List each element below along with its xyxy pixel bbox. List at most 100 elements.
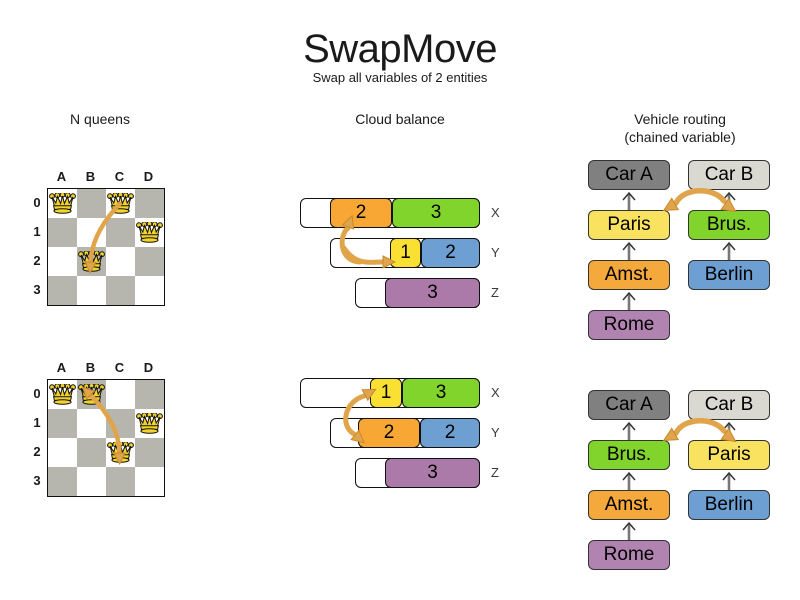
- vehicle-left-chain-node[interactable]: Brus.: [588, 440, 670, 470]
- vehicle-right-chain-node[interactable]: Car B: [688, 160, 770, 190]
- chess-row-header: 0: [33, 195, 41, 210]
- vehicle-left-chain-node[interactable]: Rome: [588, 310, 670, 340]
- swap-move-arrow: [662, 188, 737, 213]
- chess-cell[interactable]: [106, 276, 135, 305]
- chess-row-header: 1: [33, 415, 41, 430]
- chain-link-arrow: [622, 291, 636, 310]
- process-block[interactable]: 2: [421, 238, 480, 268]
- chess-cell[interactable]: [135, 276, 164, 305]
- chess-cell[interactable]: [106, 247, 135, 276]
- column-title-vehicle-routing: Vehicle routing (chained variable): [560, 110, 800, 146]
- chess-cell[interactable]: [106, 218, 135, 247]
- process-block[interactable]: 3: [385, 458, 480, 488]
- chain-link-arrow: [722, 471, 736, 490]
- chess-cell[interactable]: [77, 276, 106, 305]
- vehicle-left-chain-node[interactable]: Rome: [588, 540, 670, 570]
- chess-cell[interactable]: [48, 189, 77, 218]
- chess-cell[interactable]: [48, 467, 77, 496]
- vehicle-right-chain-node[interactable]: Berlin: [688, 490, 770, 520]
- vehicle-left-chain-node[interactable]: Car A: [588, 390, 670, 420]
- chess-cell[interactable]: [135, 218, 164, 247]
- chain-link-arrow: [622, 421, 636, 440]
- chess-cell[interactable]: [48, 409, 77, 438]
- queen-piece[interactable]: [49, 382, 76, 405]
- chess-cell[interactable]: [48, 438, 77, 467]
- process-block[interactable]: 1: [370, 378, 402, 408]
- swap-move-arrow: [84, 201, 122, 275]
- chess-cell[interactable]: [106, 467, 135, 496]
- queen-piece[interactable]: [136, 411, 163, 434]
- process-block[interactable]: 2: [358, 418, 420, 448]
- chess-cell[interactable]: [77, 467, 106, 496]
- chess-cell[interactable]: [48, 276, 77, 305]
- chain-link-arrow: [622, 471, 636, 490]
- process-block[interactable]: 2: [330, 198, 392, 228]
- swap-move-arrow: [82, 386, 126, 466]
- queen-icon: [136, 220, 163, 243]
- chess-cell[interactable]: [48, 380, 77, 409]
- queen-piece[interactable]: [49, 191, 76, 214]
- chess-column-header: D: [143, 360, 154, 375]
- chess-cell[interactable]: [135, 467, 164, 496]
- chess-column-header: A: [56, 360, 67, 375]
- chess-cell[interactable]: [77, 409, 106, 438]
- chess-column-header: A: [56, 169, 67, 184]
- column-title-nqueens: N queens: [70, 111, 130, 127]
- computer-label: X: [491, 385, 500, 400]
- chess-cell[interactable]: [77, 438, 106, 467]
- process-block[interactable]: 3: [385, 278, 480, 308]
- vehicle-left-chain-node[interactable]: Amst.: [588, 490, 670, 520]
- chain-link-arrow: [622, 521, 636, 540]
- swap-move-arrow: [343, 388, 377, 444]
- chess-cell[interactable]: [135, 409, 164, 438]
- chess-cell[interactable]: [48, 218, 77, 247]
- chess-row-header: 3: [33, 473, 41, 488]
- process-block[interactable]: 3: [392, 198, 480, 228]
- chess-cell[interactable]: [135, 189, 164, 218]
- chain-link-arrow: [722, 241, 736, 260]
- process-block[interactable]: 1: [390, 238, 421, 268]
- page-subtitle: Swap all variables of 2 entities: [312, 70, 488, 85]
- chess-row-header: 2: [33, 444, 41, 459]
- chain-link-arrow: [622, 191, 636, 210]
- column-title-cloud-balance: Cloud balance: [355, 111, 445, 127]
- vehicle-left-chain-node[interactable]: Car A: [588, 160, 670, 190]
- chain-link-arrow: [622, 241, 636, 260]
- vehicle-left-chain-node[interactable]: Amst.: [588, 260, 670, 290]
- vehicle-right-chain-node[interactable]: Car B: [688, 390, 770, 420]
- queen-icon: [136, 411, 163, 434]
- swap-move-arrow: [339, 214, 397, 269]
- vehicle-right-chain-node[interactable]: Paris: [688, 440, 770, 470]
- vehicle-right-chain-node[interactable]: Berlin: [688, 260, 770, 290]
- queen-icon: [107, 191, 134, 214]
- chess-cell[interactable]: [48, 247, 77, 276]
- queen-piece[interactable]: [107, 191, 134, 214]
- vehicle-routing-title-line2: (chained variable): [624, 129, 736, 145]
- vehicle-left-chain-node[interactable]: Paris: [588, 210, 670, 240]
- process-block[interactable]: 2: [420, 418, 480, 448]
- computer-label: Z: [491, 465, 499, 480]
- queen-icon: [49, 382, 76, 405]
- chess-column-header: C: [114, 360, 125, 375]
- chess-column-header: B: [85, 169, 96, 184]
- chess-row-header: 2: [33, 253, 41, 268]
- computer-label: X: [491, 205, 500, 220]
- chess-row-header: 0: [33, 386, 41, 401]
- chess-cell[interactable]: [135, 247, 164, 276]
- queen-icon: [49, 191, 76, 214]
- computer-label: Y: [491, 425, 500, 440]
- chess-cell[interactable]: [77, 189, 106, 218]
- chess-row-header: 1: [33, 224, 41, 239]
- computer-label: Z: [491, 285, 499, 300]
- vehicle-routing-title-line1: Vehicle routing: [634, 111, 726, 127]
- chess-cell[interactable]: [135, 380, 164, 409]
- process-block[interactable]: 3: [402, 378, 480, 408]
- chess-column-header: D: [143, 169, 154, 184]
- chess-cell[interactable]: [106, 380, 135, 409]
- queen-piece[interactable]: [136, 220, 163, 243]
- swap-move-arrow: [662, 418, 737, 443]
- chess-cell[interactable]: [135, 438, 164, 467]
